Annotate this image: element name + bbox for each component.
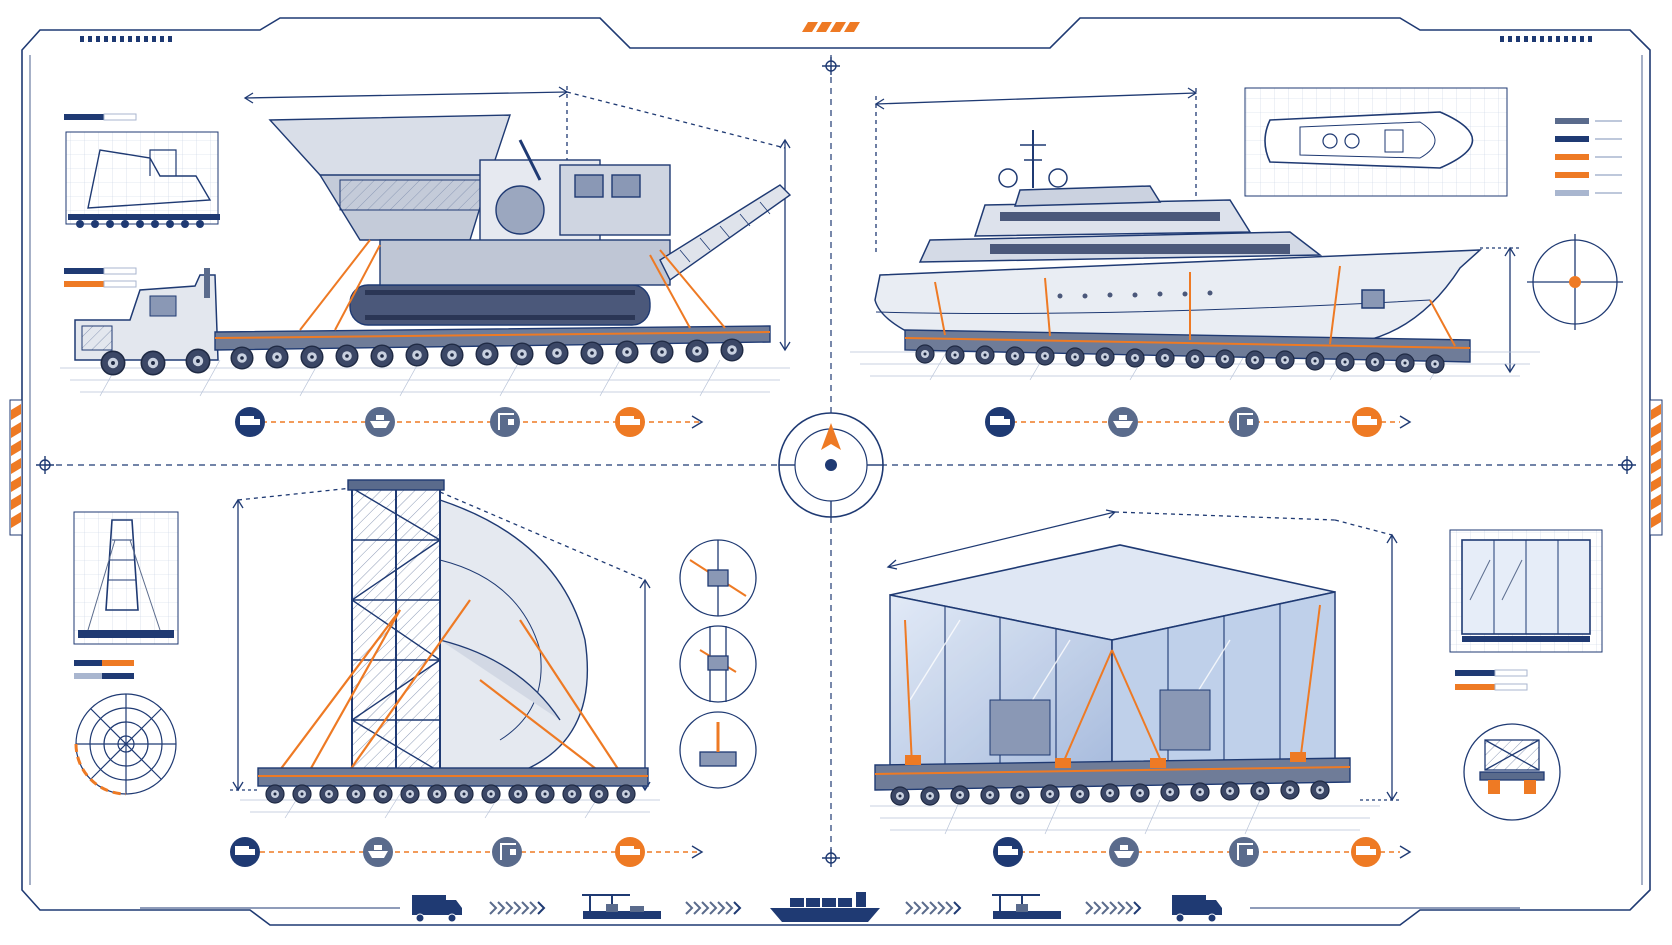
crane-icon [1229,407,1259,437]
tower-lashing-straps [279,599,621,773]
yacht-plan-thumbnail [1244,87,1508,197]
crusher-ground-grid [60,359,790,397]
truck-icon [412,895,462,923]
yacht-legend-bars [1555,118,1622,196]
panel-glass-module [870,509,1603,867]
glass-dimensions [886,509,1400,802]
chevron-right-icon [685,901,742,915]
glass-legend-bars [1455,669,1528,691]
truck-cab [74,268,219,361]
yacht-lashing-straps [934,265,1456,347]
yacht-hull [874,130,1483,343]
tower-process-flow [230,837,704,867]
crusher-dimensions [243,86,791,352]
yacht-process-flow [985,407,1412,437]
glass-ground-grid [870,799,1380,835]
crusher-legend-bars [64,113,137,288]
truck-icon [1172,895,1222,923]
tower-ground-grid [240,793,660,819]
crane-icon [492,837,522,867]
tower-dial-icon [74,693,177,796]
yacht-dimensions [874,87,1520,374]
crusher-process-flow [235,407,704,437]
panel-tower [73,479,757,867]
glass-enclosure [889,544,1336,773]
tower-detail-callouts [679,539,757,789]
crane-icon [582,894,661,919]
crane-icon [490,407,520,437]
yacht-target-icon [1527,234,1623,330]
tower-structure [347,479,589,773]
panel-yacht [850,87,1623,437]
cargo-ship-icon [770,892,880,922]
crusher-thumbnail [65,131,220,228]
tower-transporter [257,767,649,804]
bottom-logistics-sequence [140,892,1520,923]
crusher-machine [268,114,792,326]
center-compass-icon [778,412,884,518]
side-hazard-stripes [9,399,1663,536]
crusher-lashing-straps [299,239,726,331]
glass-transporter [874,752,1351,806]
guide-end-markers [36,57,1636,867]
outer-frame [21,17,1651,926]
glass-process-flow [993,837,1412,867]
glass-detail-callout [1463,723,1561,821]
yacht-transporter [904,329,1471,374]
chevron-right-icon [489,901,546,915]
tower-thumbnail [73,511,179,645]
glass-lashing-straps [904,604,1321,771]
top-hazard-stripe [802,22,860,32]
tower-dimensions [230,487,651,792]
frame-tick-marks [80,36,1592,42]
tower-legend-bars [74,660,134,679]
panel-crusher [60,86,792,437]
glass-thumbnail [1449,529,1603,653]
center-guides [45,55,1627,860]
chevron-right-icon [905,901,962,915]
chevron-right-icon [1085,901,1142,915]
crane-icon [1229,837,1259,867]
crane-icon [992,894,1061,919]
